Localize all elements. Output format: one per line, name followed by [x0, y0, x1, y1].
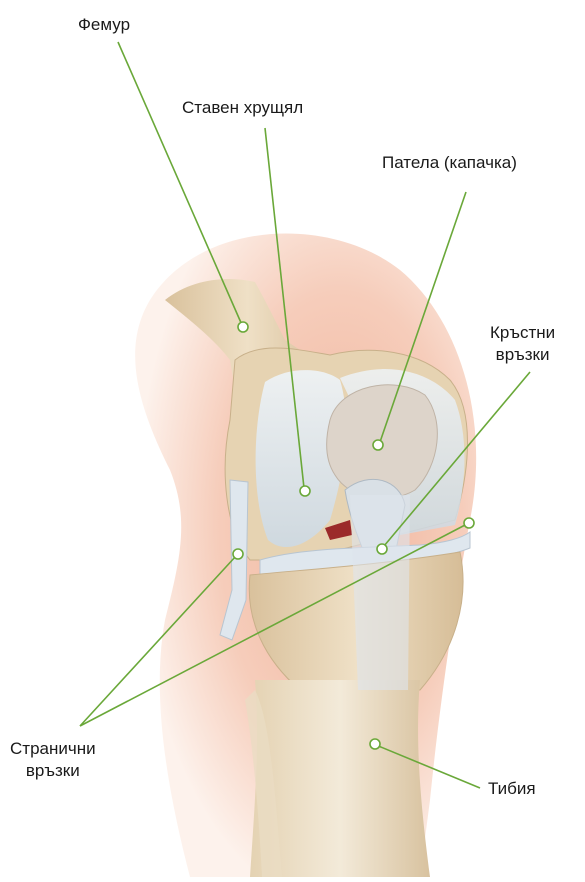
label-patella: Патела (капачка) [382, 152, 517, 174]
label-cruciate-line2: връзки [490, 344, 555, 366]
marker-cruciate [377, 544, 387, 554]
patellar-tendon [350, 495, 410, 690]
label-femur: Фемур [78, 14, 130, 36]
marker-patella [373, 440, 383, 450]
label-collateral-ligaments: Странични връзки [10, 738, 96, 782]
marker-collateral-medial [233, 549, 243, 559]
marker-collateral-lateral [464, 518, 474, 528]
label-tibia: Тибия [488, 778, 536, 800]
label-articular-cartilage: Ставен хрущял [182, 97, 303, 119]
label-cruciate-ligaments: Кръстни връзки [490, 322, 555, 366]
marker-tibia [370, 739, 380, 749]
marker-cartilage [300, 486, 310, 496]
marker-femur [238, 322, 248, 332]
label-collateral-line2: връзки [10, 760, 96, 782]
label-collateral-line1: Странични [10, 738, 96, 760]
label-cruciate-line1: Кръстни [490, 322, 555, 344]
